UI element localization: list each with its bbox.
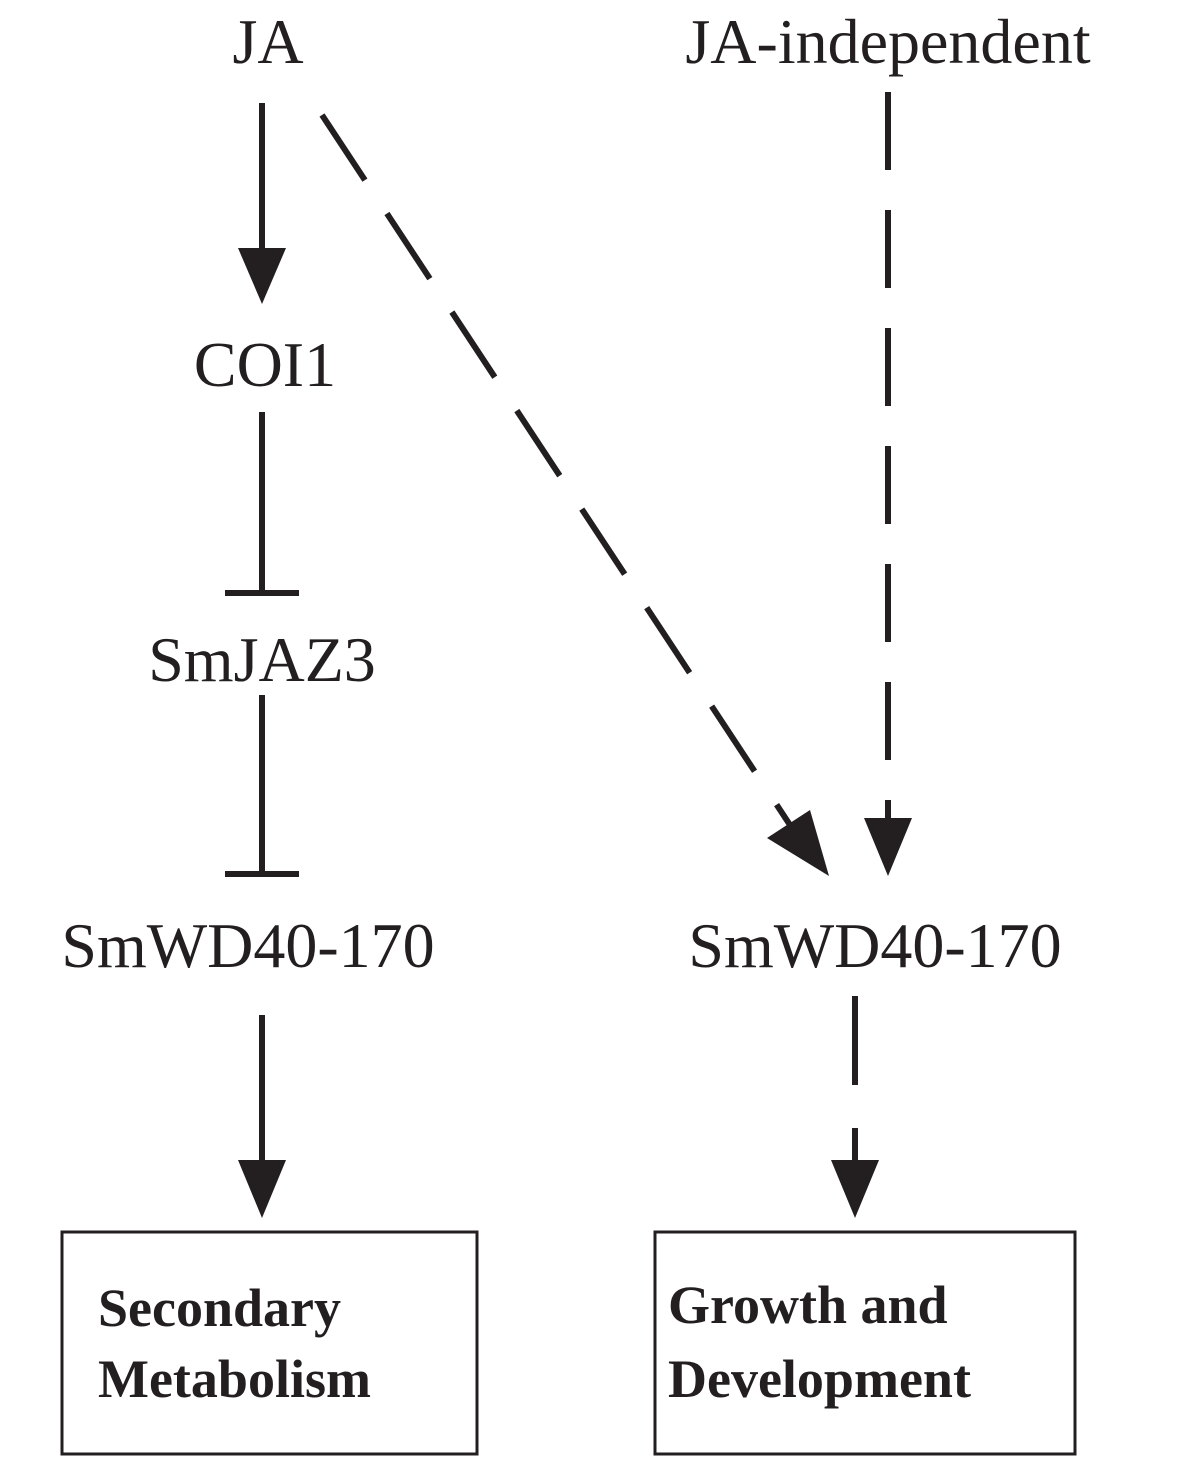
node-smwd40-right: SmWD40-170 — [688, 910, 1061, 981]
outcome-secondary-metabolism: Secondary Metabolism — [60, 1230, 479, 1456]
node-ja-independent: JA-independent — [685, 6, 1090, 77]
edge-smwd40-to-secondary-metabolism — [238, 1015, 286, 1218]
node-coi1: COI1 — [194, 329, 336, 400]
edge-smjaz3-inhibits-smwd40 — [225, 695, 299, 877]
edge-coi1-inhibits-smjaz3 — [225, 412, 299, 596]
outcome-growth-line2: Development — [668, 1349, 971, 1409]
node-smjaz3: SmJAZ3 — [148, 624, 376, 695]
edge-smwd40-to-growth-development — [831, 996, 879, 1218]
node-ja: JA — [232, 6, 303, 77]
outcome-box-left — [60, 1230, 479, 1456]
outcome-box-right — [653, 1230, 1077, 1456]
outcome-secondary-line2: Metabolism — [98, 1349, 371, 1409]
edge-ja-to-coi1 — [238, 103, 286, 304]
outcome-growth-line1: Growth and — [668, 1275, 948, 1335]
edge-ja-independent-to-smwd40-right — [864, 92, 912, 876]
outcome-growth-development: Growth and Development — [653, 1230, 1077, 1456]
edge-ja-to-smwd40-right — [319, 113, 829, 876]
outcome-secondary-line1: Secondary — [98, 1278, 341, 1338]
node-smwd40-left: SmWD40-170 — [61, 910, 434, 981]
